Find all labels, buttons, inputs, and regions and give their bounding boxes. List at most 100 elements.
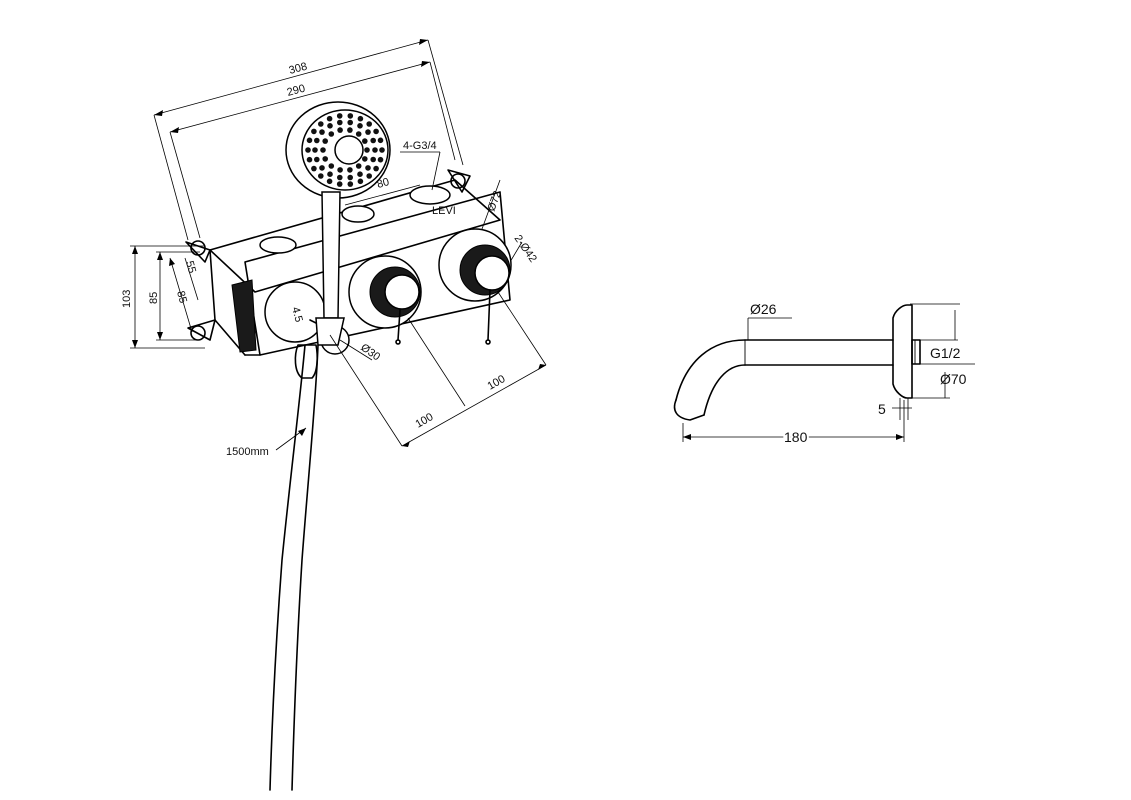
nozzle bbox=[318, 173, 324, 179]
dim-g34-label: 4-G3/4 bbox=[403, 140, 437, 152]
dim-g12-label: G1/2 bbox=[930, 345, 961, 361]
nozzle bbox=[312, 147, 318, 153]
leader-g34 bbox=[400, 151, 441, 191]
nozzle bbox=[365, 129, 371, 135]
nozzle bbox=[347, 127, 353, 133]
dim-103-label: 103 bbox=[121, 290, 133, 308]
nozzle bbox=[366, 121, 373, 127]
nozzle bbox=[373, 128, 379, 135]
nozzle bbox=[326, 115, 333, 122]
dim-290-label: 290 bbox=[286, 83, 307, 99]
leader-g12 bbox=[918, 310, 975, 365]
hose-length-label: 1500mm bbox=[226, 446, 269, 458]
dimension-80 bbox=[344, 184, 421, 206]
nozzle bbox=[370, 156, 377, 163]
nozzle bbox=[319, 165, 325, 171]
dimension-290 bbox=[169, 61, 456, 239]
nozzle bbox=[362, 138, 368, 144]
dimension-180 bbox=[682, 400, 905, 442]
nozzle bbox=[357, 178, 364, 185]
nozzle bbox=[377, 137, 384, 144]
nozzle bbox=[347, 174, 354, 181]
leader-d26 bbox=[747, 317, 792, 340]
nozzle bbox=[366, 173, 373, 179]
wall-flange bbox=[892, 304, 921, 399]
nozzle bbox=[311, 128, 317, 135]
nozzle bbox=[337, 174, 343, 181]
hand-shower-head bbox=[285, 101, 391, 199]
left-knob bbox=[348, 255, 422, 345]
spout-body bbox=[673, 339, 894, 421]
nozzle bbox=[370, 137, 377, 144]
nozzle bbox=[347, 181, 354, 187]
nozzle bbox=[318, 121, 324, 127]
dimension-308 bbox=[153, 39, 464, 241]
nozzle bbox=[306, 156, 313, 163]
nozzle bbox=[322, 156, 329, 162]
nozzle bbox=[327, 171, 333, 177]
dim-85a-label: 85 bbox=[148, 292, 160, 304]
hand-shower-handle bbox=[315, 191, 345, 346]
nozzle bbox=[314, 137, 320, 144]
dim-308-label: 308 bbox=[288, 61, 309, 77]
nozzle bbox=[365, 165, 371, 171]
nozzle bbox=[347, 167, 353, 173]
nozzle bbox=[337, 119, 343, 126]
nozzle bbox=[377, 156, 384, 163]
dim-d26-label: Ø26 bbox=[750, 301, 777, 317]
nozzle bbox=[314, 156, 320, 163]
shower-hose bbox=[269, 344, 319, 791]
nozzle bbox=[306, 137, 313, 144]
nozzle bbox=[337, 167, 343, 173]
nozzle bbox=[357, 123, 363, 129]
nozzle bbox=[319, 129, 325, 135]
nozzle bbox=[320, 147, 326, 153]
dimension-55 bbox=[184, 257, 199, 301]
mixer-box: LEVI bbox=[185, 169, 511, 356]
leader-d30 bbox=[339, 339, 373, 361]
nozzle bbox=[347, 119, 354, 126]
dim-d42-label: 2-Ø42 bbox=[512, 233, 539, 265]
nozzle bbox=[322, 138, 329, 144]
dim-5-label: 5 bbox=[878, 401, 886, 417]
nozzle bbox=[336, 113, 343, 119]
dim-180-label: 180 bbox=[784, 429, 808, 445]
dim-d30-label: Ø30 bbox=[358, 342, 382, 364]
nozzle bbox=[305, 147, 311, 153]
box-mark: LEVI bbox=[432, 205, 456, 217]
dim-100b-label: 100 bbox=[486, 373, 508, 393]
nozzle bbox=[311, 165, 317, 172]
leader-d70 bbox=[910, 303, 960, 399]
dim-45-label: 4.5 bbox=[289, 306, 305, 324]
nozzle bbox=[326, 178, 333, 185]
mixer-assembly: 308 290 LEVI bbox=[121, 39, 547, 791]
nozzle bbox=[328, 163, 335, 169]
nozzle bbox=[372, 147, 378, 153]
dimension-100-spacing bbox=[329, 291, 547, 447]
nozzle bbox=[327, 123, 333, 129]
dimension-85-b bbox=[169, 257, 193, 333]
nozzle bbox=[336, 181, 343, 187]
dim-d70-label: Ø70 bbox=[940, 371, 967, 387]
nozzle-ring bbox=[305, 113, 385, 187]
nozzle bbox=[347, 113, 354, 119]
dimension-85-a bbox=[156, 251, 200, 341]
dim-55-label: 55 bbox=[183, 260, 198, 275]
nozzle bbox=[357, 115, 364, 122]
nozzle bbox=[364, 147, 370, 153]
right-knob bbox=[438, 228, 512, 345]
nozzle bbox=[355, 131, 362, 137]
dimension-103 bbox=[130, 245, 205, 349]
nozzle bbox=[379, 147, 385, 153]
leader-d42 bbox=[509, 241, 523, 263]
dim-100a-label: 100 bbox=[414, 411, 436, 431]
dim-85b-label: 85 bbox=[174, 290, 189, 305]
nozzle bbox=[355, 163, 362, 169]
nozzle bbox=[328, 131, 335, 137]
nozzle bbox=[373, 165, 379, 172]
nozzle bbox=[357, 171, 363, 177]
spout-assembly: Ø26 G1/2 Ø70 5 180 bbox=[673, 301, 975, 447]
nozzle bbox=[337, 127, 343, 133]
dimension-5 bbox=[892, 398, 912, 420]
